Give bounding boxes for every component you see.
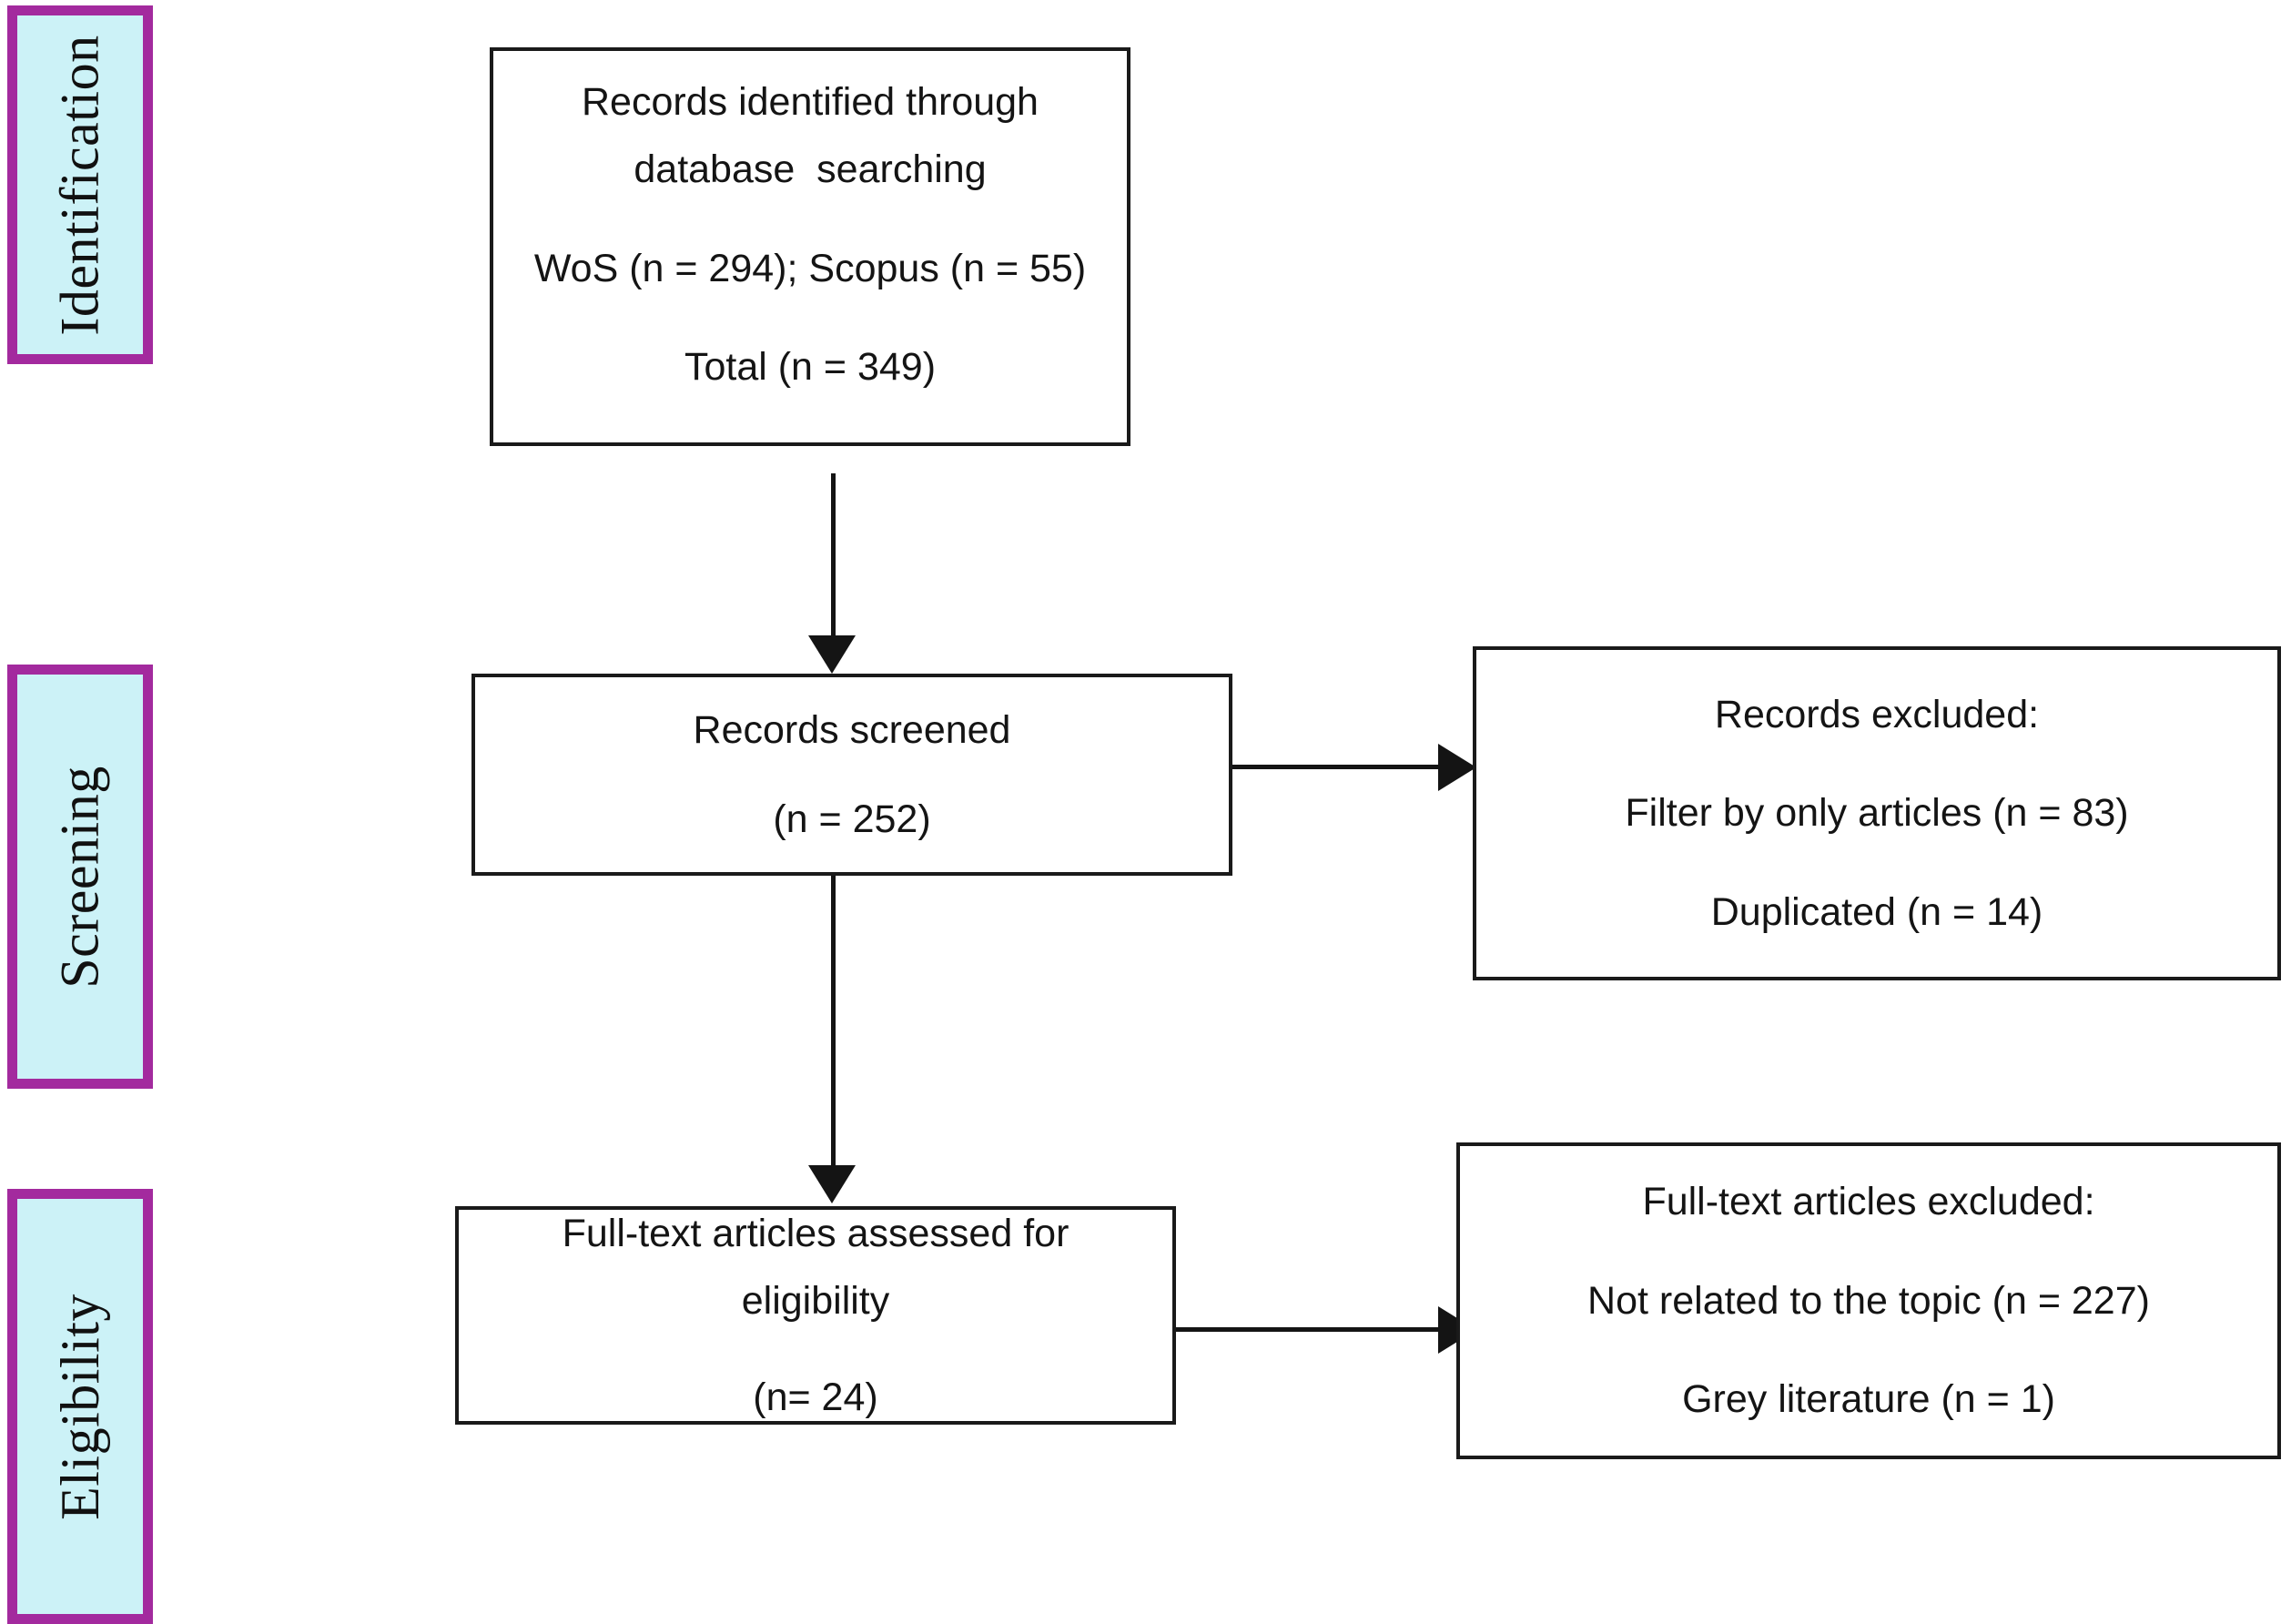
box-records-screened-text-1: Records screened — [693, 707, 1011, 752]
box-fulltext-excluded: Full-text articles excluded: Not related… — [1456, 1142, 2281, 1459]
connector-identified-to-screened-arrow — [808, 635, 856, 674]
stage-box-eligibility: Eligibility — [7, 1189, 153, 1624]
connector-screened-to-fulltext-arrow — [808, 1165, 856, 1203]
box-fulltext-assessed-text-3: (n= 24) — [753, 1375, 878, 1419]
box-fulltext-assessed: Full-text articles assessed for eligibil… — [455, 1206, 1176, 1425]
connector-identified-to-screened-line — [831, 473, 836, 637]
box-records-excluded: Records excluded: Filter by only article… — [1473, 646, 2281, 980]
box-fulltext-assessed-text-1: Full-text articles assessed for — [562, 1212, 1069, 1255]
box-fulltext-excluded-text-2: Not related to the topic (n = 227) — [1587, 1278, 2150, 1323]
box-records-excluded-text-2: Filter by only articles (n = 83) — [1625, 791, 2129, 836]
stage-label-eligibility: Eligibility — [49, 1293, 110, 1520]
box-records-identified-text-3: WoS (n = 294); Scopus (n = 55) — [533, 246, 1087, 290]
box-records-identified-frame: Records identified through database sear… — [490, 47, 1130, 446]
stage-box-identification: Identification — [7, 5, 153, 364]
connector-screened-to-fulltext-line — [831, 876, 836, 1167]
stage-label-identification: Identification — [49, 34, 110, 336]
box-records-identified-text-2: database searching — [634, 147, 987, 192]
box-records-identified-text-1: Records identified through — [582, 80, 1039, 124]
box-records-screened-text-2: (n = 252) — [773, 797, 931, 841]
box-records-screened: Records screened (n = 252) — [471, 674, 1232, 876]
box-fulltext-assessed-text-2: eligibility — [741, 1278, 890, 1323]
box-fulltext-excluded-text-3: Grey literature (n = 1) — [1682, 1377, 2055, 1422]
connector-fulltext-to-excluded-line — [1176, 1327, 1444, 1332]
box-fulltext-excluded-text-1: Full-text articles excluded: — [1642, 1180, 2095, 1224]
connector-screened-to-excluded-line — [1232, 765, 1444, 769]
stage-box-screening: Screening — [7, 665, 153, 1089]
stage-label-screening: Screening — [49, 765, 110, 989]
box-records-excluded-text-3: Duplicated (n = 14) — [1710, 889, 2043, 934]
box-records-excluded-text-1: Records excluded: — [1714, 692, 2040, 736]
connector-screened-to-excluded-arrow — [1438, 744, 1476, 791]
box-records-identified-text-4: Total (n = 349) — [684, 345, 937, 390]
